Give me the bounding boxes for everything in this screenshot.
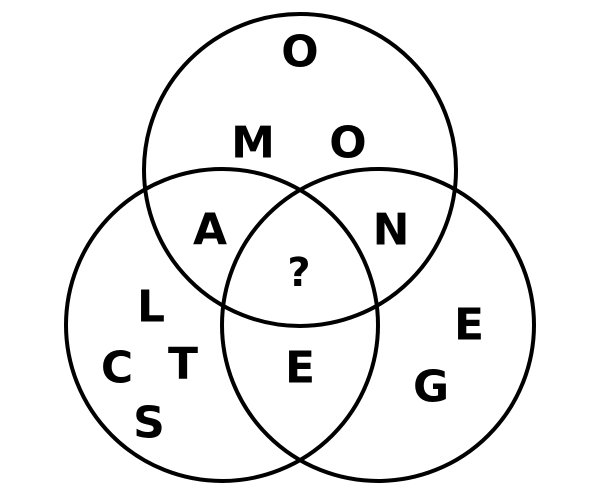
letter-top-o1: O — [281, 27, 318, 78]
circle-top — [142, 12, 458, 328]
letter-left-s: S — [133, 398, 165, 449]
letter-left-t: T — [168, 339, 198, 390]
letter-left-right-e: E — [285, 343, 315, 394]
letter-left-l: L — [137, 282, 165, 333]
letter-right-e: E — [454, 300, 484, 351]
letter-right-g: G — [413, 362, 449, 413]
center-question-mark: ? — [287, 250, 310, 296]
letter-top-m: M — [231, 118, 275, 169]
letter-left-c: C — [101, 343, 133, 394]
circle-right — [220, 167, 536, 483]
circle-left — [64, 167, 380, 483]
letter-top-left-a: A — [193, 205, 227, 256]
letter-top-o2: O — [329, 118, 366, 169]
letter-top-right-n: N — [373, 205, 410, 256]
